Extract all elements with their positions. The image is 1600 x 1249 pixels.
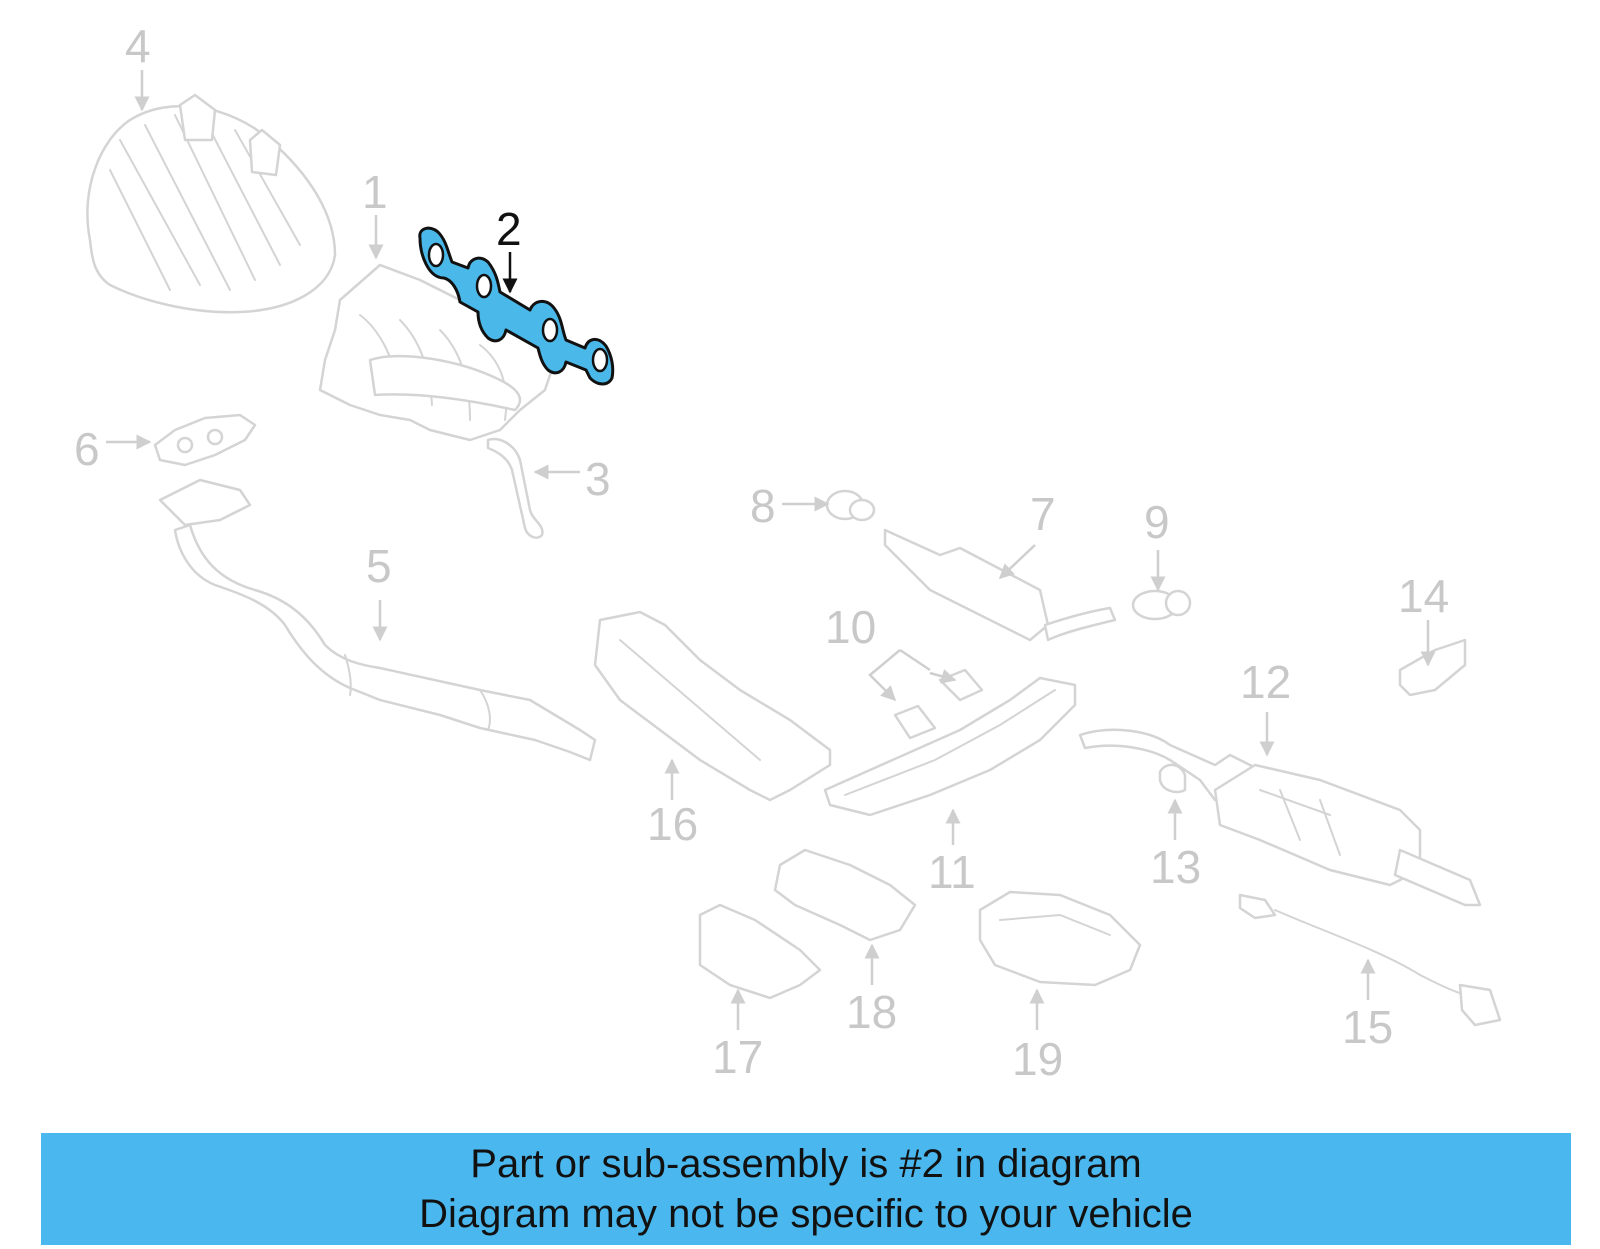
part-6-flange-gasket: [153, 413, 257, 467]
callout-15: 15: [1342, 1001, 1393, 1053]
callout-8: 8: [750, 480, 776, 532]
callout-11: 11: [928, 846, 976, 898]
part-11-heat-shield: [823, 676, 1077, 817]
part-1-exhaust-manifold: [318, 263, 557, 442]
callout-9: 9: [1144, 496, 1170, 548]
callout-18: 18: [846, 986, 897, 1038]
callout-6: 6: [74, 423, 100, 475]
callout-13: 13: [1150, 841, 1201, 893]
callout-2: 2: [496, 203, 522, 255]
part-15-oxygen-sensor: [1238, 893, 1502, 1027]
callout-19: 19: [1012, 1033, 1063, 1085]
part-4-heat-shield: [86, 93, 337, 314]
callout-numbers: 4 1 2 3 6 5 8 7 9 10 11 12 13 14 15 16 1…: [74, 20, 1449, 1085]
part-8-clamp: [825, 489, 876, 522]
info-banner: Part or sub-assembly is #2 in diagram Di…: [41, 1133, 1571, 1245]
callout-14: 14: [1398, 570, 1449, 622]
callout-17: 17: [712, 1031, 763, 1083]
part-2-manifold-gasket: [418, 226, 615, 386]
part-3-bracket: [486, 437, 544, 539]
callout-3: 3: [585, 453, 611, 505]
part-9-clamp: [1131, 589, 1192, 621]
callout-1: 1: [362, 166, 388, 218]
part-17-heat-shield: [698, 903, 822, 1000]
part-19-heat-shield: [978, 890, 1142, 987]
callout-4: 4: [125, 20, 151, 72]
part-13-hanger: [1158, 763, 1187, 794]
part-12-rear-muffler: [1078, 728, 1482, 907]
callout-5: 5: [366, 540, 392, 592]
callout-leaders: [106, 70, 1436, 1030]
callout-12: 12: [1240, 656, 1291, 708]
callout-7: 7: [1030, 488, 1056, 540]
part-7-resonator: [883, 528, 1117, 642]
part-5-front-pipe: [158, 478, 597, 762]
part-18-heat-shield: [773, 848, 917, 942]
banner-line-1: Part or sub-assembly is #2 in diagram: [470, 1142, 1142, 1186]
part-14-bracket: [1398, 638, 1467, 697]
banner-line-2: Diagram may not be specific to your vehi…: [419, 1192, 1193, 1236]
callout-10: 10: [825, 601, 876, 653]
callout-16: 16: [647, 798, 698, 850]
part-16-heat-shield: [593, 610, 832, 802]
